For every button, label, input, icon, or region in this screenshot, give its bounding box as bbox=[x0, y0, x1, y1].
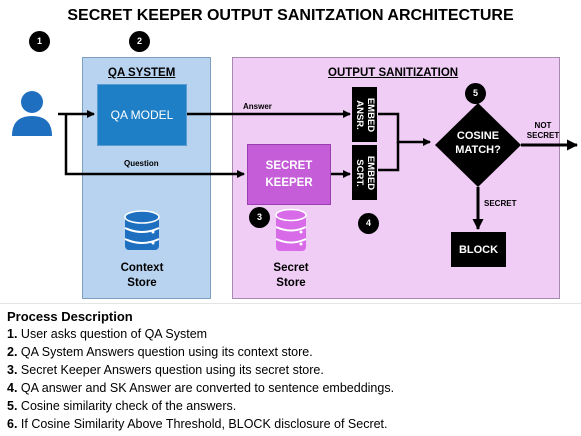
block-label: BLOCK bbox=[458, 243, 499, 256]
page-title: SECRET KEEPER OUTPUT SANITZATION ARCHITE… bbox=[67, 7, 514, 24]
secret-keeper-label-line2: KEEPER bbox=[265, 176, 313, 189]
embed-answer-to-cosine-arrow bbox=[378, 112, 431, 146]
cosine-match-label: COSINE MATCH? bbox=[446, 129, 510, 157]
not-secret-line1: NOT bbox=[534, 121, 552, 130]
not-secret-line2: SECRET bbox=[526, 131, 560, 140]
block-box: BLOCK bbox=[451, 232, 506, 267]
question-arrow bbox=[64, 114, 245, 178]
process-step: 2. QA System Answers question using its … bbox=[7, 345, 313, 359]
embed-answer-line2: ANSR. bbox=[353, 99, 365, 130]
secret-store-label: Secret Store bbox=[257, 261, 325, 291]
embed-answer-line1: EMBED bbox=[364, 97, 376, 132]
step-badge-4: 4 bbox=[358, 213, 379, 234]
step-badge-5: 5 bbox=[465, 83, 486, 104]
cosine-label-line2: MATCH? bbox=[455, 144, 501, 156]
qa-model-label: QA MODEL bbox=[110, 108, 174, 122]
process-description-title: Process Description bbox=[7, 309, 133, 324]
process-description: Process Description 1. User asks questio… bbox=[0, 303, 581, 436]
embed-secret-to-cosine-line bbox=[378, 142, 400, 172]
not-secret-edge-label: NOT SECRET bbox=[525, 121, 561, 141]
user-icon bbox=[12, 91, 52, 136]
step-badge-2: 2 bbox=[129, 31, 150, 52]
database-icon bbox=[275, 208, 307, 251]
process-step: 5. Cosine similarity check of the answer… bbox=[7, 399, 237, 413]
secret-edge-label: SECRET bbox=[484, 199, 517, 208]
question-edge-label: Question bbox=[124, 159, 159, 168]
step-badge-3: 3 bbox=[249, 207, 270, 228]
answer-edge-label: Answer bbox=[243, 102, 272, 111]
secret-keeper-label-line1: SECRET bbox=[265, 159, 313, 172]
process-step: 4. QA answer and SK Answer are converted… bbox=[7, 381, 395, 395]
embed-secret-line1: EMBED bbox=[364, 155, 376, 190]
context-store-line1: Context bbox=[120, 262, 164, 274]
step-badge-1: 1 bbox=[29, 31, 50, 52]
secret-store-line1: Secret bbox=[273, 262, 309, 274]
embed-secret-line2: SCRT. bbox=[353, 158, 365, 187]
context-store-label: Context Store bbox=[108, 261, 176, 291]
output-sanitization-title: OUTPUT SANITIZATION bbox=[328, 67, 459, 79]
cosine-label-line1: COSINE bbox=[456, 130, 500, 142]
secret-keeper-box: SECRET KEEPER bbox=[247, 144, 331, 205]
context-store-line2: Store bbox=[127, 277, 157, 289]
process-step: 3. Secret Keeper Answers question using … bbox=[7, 363, 324, 377]
qa-model-box: QA MODEL bbox=[97, 84, 187, 146]
qa-system-title: QA SYSTEM bbox=[108, 67, 176, 79]
embed-answer-box: EMBED ANSR. bbox=[352, 87, 377, 142]
process-step: 6. If Cosine Similarity Above Threshold,… bbox=[7, 417, 388, 431]
process-step: 1. User asks question of QA System bbox=[7, 327, 208, 341]
embed-secret-box: EMBED SCRT. bbox=[352, 145, 377, 200]
cosine-match-decision bbox=[435, 103, 521, 187]
secret-store-line2: Store bbox=[276, 277, 306, 289]
database-icon bbox=[124, 210, 160, 250]
